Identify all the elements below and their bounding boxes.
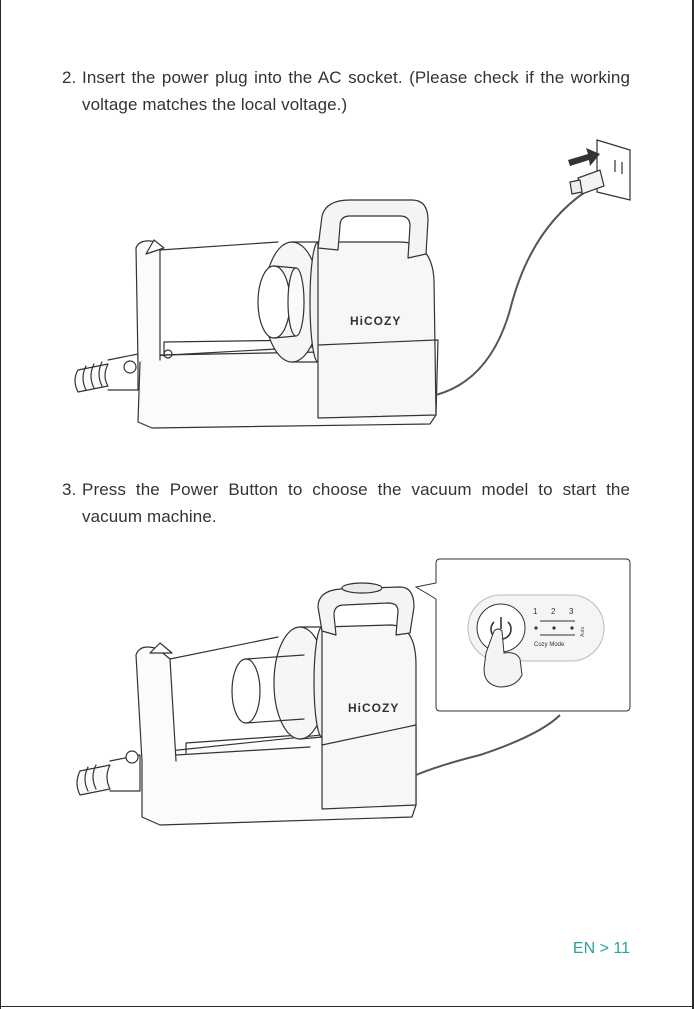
footer-language: EN [573, 940, 595, 957]
mode-2-label: 2 [551, 607, 556, 616]
wall-socket-icon [570, 140, 630, 200]
mode-3-label: 3 [569, 607, 574, 616]
step-3-number: 3. [62, 476, 76, 503]
footer-page-number: 11 [613, 940, 630, 957]
footer-separator: > [600, 940, 609, 957]
auto-label: Auto [580, 626, 586, 637]
mode-1-label: 1 [533, 607, 538, 616]
step-2: 2. Insert the power plug into the AC soc… [62, 64, 630, 118]
cozy-mode-label: Cozy Mode [534, 642, 565, 648]
page-border-bottom [0, 1006, 694, 1007]
illustration-plug-in: HiCOZY [60, 130, 660, 440]
step-3: 3. Press the Power Button to choose the … [62, 476, 630, 530]
page-border-left [0, 0, 1, 1009]
step-2-number: 2. [62, 64, 76, 91]
step-3-text: Press the Power Button to choose the vac… [62, 476, 630, 530]
illustration-power-button: HiCOZY 1 2 3 Cozy Mode Auto [60, 555, 640, 845]
page-footer: EN > 11 [573, 940, 630, 958]
control-panel-callout [416, 559, 630, 711]
arrow-icon [568, 148, 600, 166]
brand-logo-2: HiCOZY [348, 701, 399, 715]
brand-logo-1: HiCOZY [350, 314, 401, 328]
step-2-text: Insert the power plug into the AC socket… [62, 64, 630, 118]
